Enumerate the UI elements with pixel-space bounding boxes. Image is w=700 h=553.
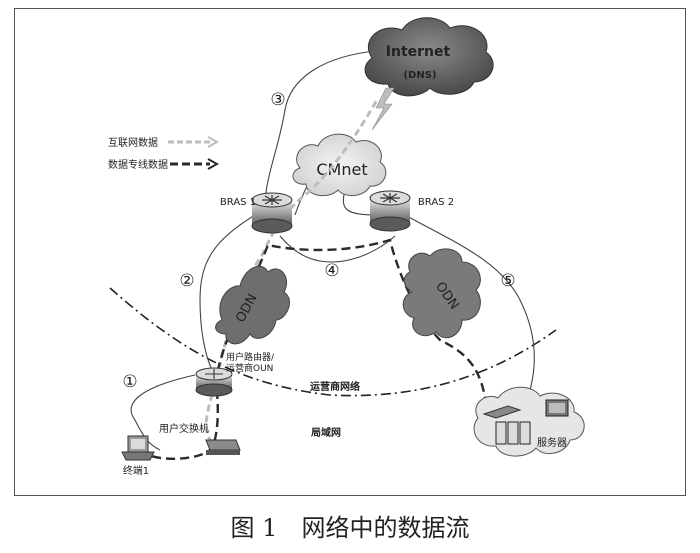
terminal-computer-icon <box>121 435 155 461</box>
user-router-icon <box>195 367 233 397</box>
legend-internet-data-arrow <box>207 136 220 148</box>
bras1-router-icon <box>251 192 293 234</box>
step-marker-1: ① <box>122 372 137 392</box>
step-marker-3: ③ <box>270 90 285 110</box>
step-4-label: ④ <box>324 261 339 281</box>
bras1-label: BRAS 1 <box>220 197 256 208</box>
step-marker-5: ⑤ <box>500 271 515 291</box>
odn-cloud-left <box>215 265 290 345</box>
user-router-label-line1: 用户路由器/ <box>226 351 275 363</box>
server-label: 服务器 <box>537 436 567 449</box>
step-1-label: ① <box>122 372 137 392</box>
odn-cloud-right <box>402 248 481 339</box>
carrier-network-label: 运营商网络 <box>310 380 360 393</box>
link-bras1-left-to-router <box>199 214 256 371</box>
internet-label: Internet <box>386 44 451 60</box>
bras2-label: BRAS 2 <box>418 197 454 208</box>
step-marker-4: ④ <box>324 261 339 281</box>
internet-data-flow <box>204 97 380 450</box>
dns-label: (DNS) <box>403 70 436 81</box>
step-marker-2: ② <box>179 271 194 291</box>
lightning-icon <box>371 87 395 131</box>
step-2-label: ② <box>179 271 194 291</box>
server-icon <box>482 399 569 445</box>
user-switch-label: 用户交换机 <box>159 422 209 435</box>
user-switch-icon <box>205 439 241 455</box>
figure-caption: 图 1 网络中的数据流 <box>230 514 470 542</box>
legend-internet-data-label: 互联网数据 <box>108 136 158 149</box>
link-bras2-server <box>404 214 535 391</box>
user-router-label-line2: 运营商OUN <box>226 362 273 374</box>
link-router-to-switch <box>130 374 196 451</box>
legend-private-line-label: 数据专线数据 <box>108 158 168 171</box>
link-bras-pair <box>279 235 396 263</box>
cmnet-cloud <box>292 133 387 197</box>
terminal-label: 终端1 <box>123 464 149 477</box>
step-3-label: ③ <box>270 90 285 110</box>
link-internet-bras1 <box>264 49 386 201</box>
step-5-label: ⑤ <box>500 271 515 291</box>
lan-label: 局域网 <box>310 426 341 439</box>
cmnet-label: CMnet <box>316 160 367 179</box>
network-boundary-line <box>109 287 557 397</box>
bras2-router-icon <box>369 190 411 232</box>
legend-private-line-arrow <box>207 158 220 170</box>
